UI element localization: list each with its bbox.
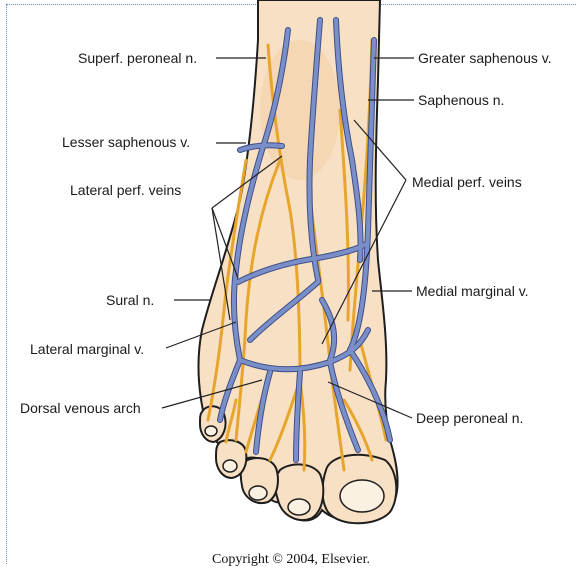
label-superf-peroneal: Superf. peroneal n.	[78, 50, 197, 66]
copyright-notice: Copyright © 2004, Elsevier.	[0, 552, 582, 568]
label-saphenous-n: Saphenous n.	[418, 92, 504, 108]
label-medial-marginal: Medial marginal v.	[416, 283, 529, 299]
toenail-third	[249, 486, 267, 500]
toenail-fourth	[223, 460, 237, 472]
label-lateral-perf: Lateral perf. veins	[70, 182, 181, 198]
toenail-big	[340, 480, 384, 512]
label-lesser-saphenous: Lesser saphenous v.	[62, 134, 190, 150]
label-deep-peroneal: Deep peroneal n.	[416, 410, 523, 426]
label-dorsal-arch: Dorsal venous arch	[20, 400, 141, 416]
label-greater-saphenous: Greater saphenous v.	[418, 50, 552, 66]
toenail-second	[288, 499, 310, 515]
toenail-fifth	[205, 426, 217, 436]
label-sural: Sural n.	[106, 292, 154, 308]
label-lateral-marginal: Lateral marginal v.	[30, 341, 144, 357]
label-medial-perf: Medial perf. veins	[412, 174, 522, 190]
